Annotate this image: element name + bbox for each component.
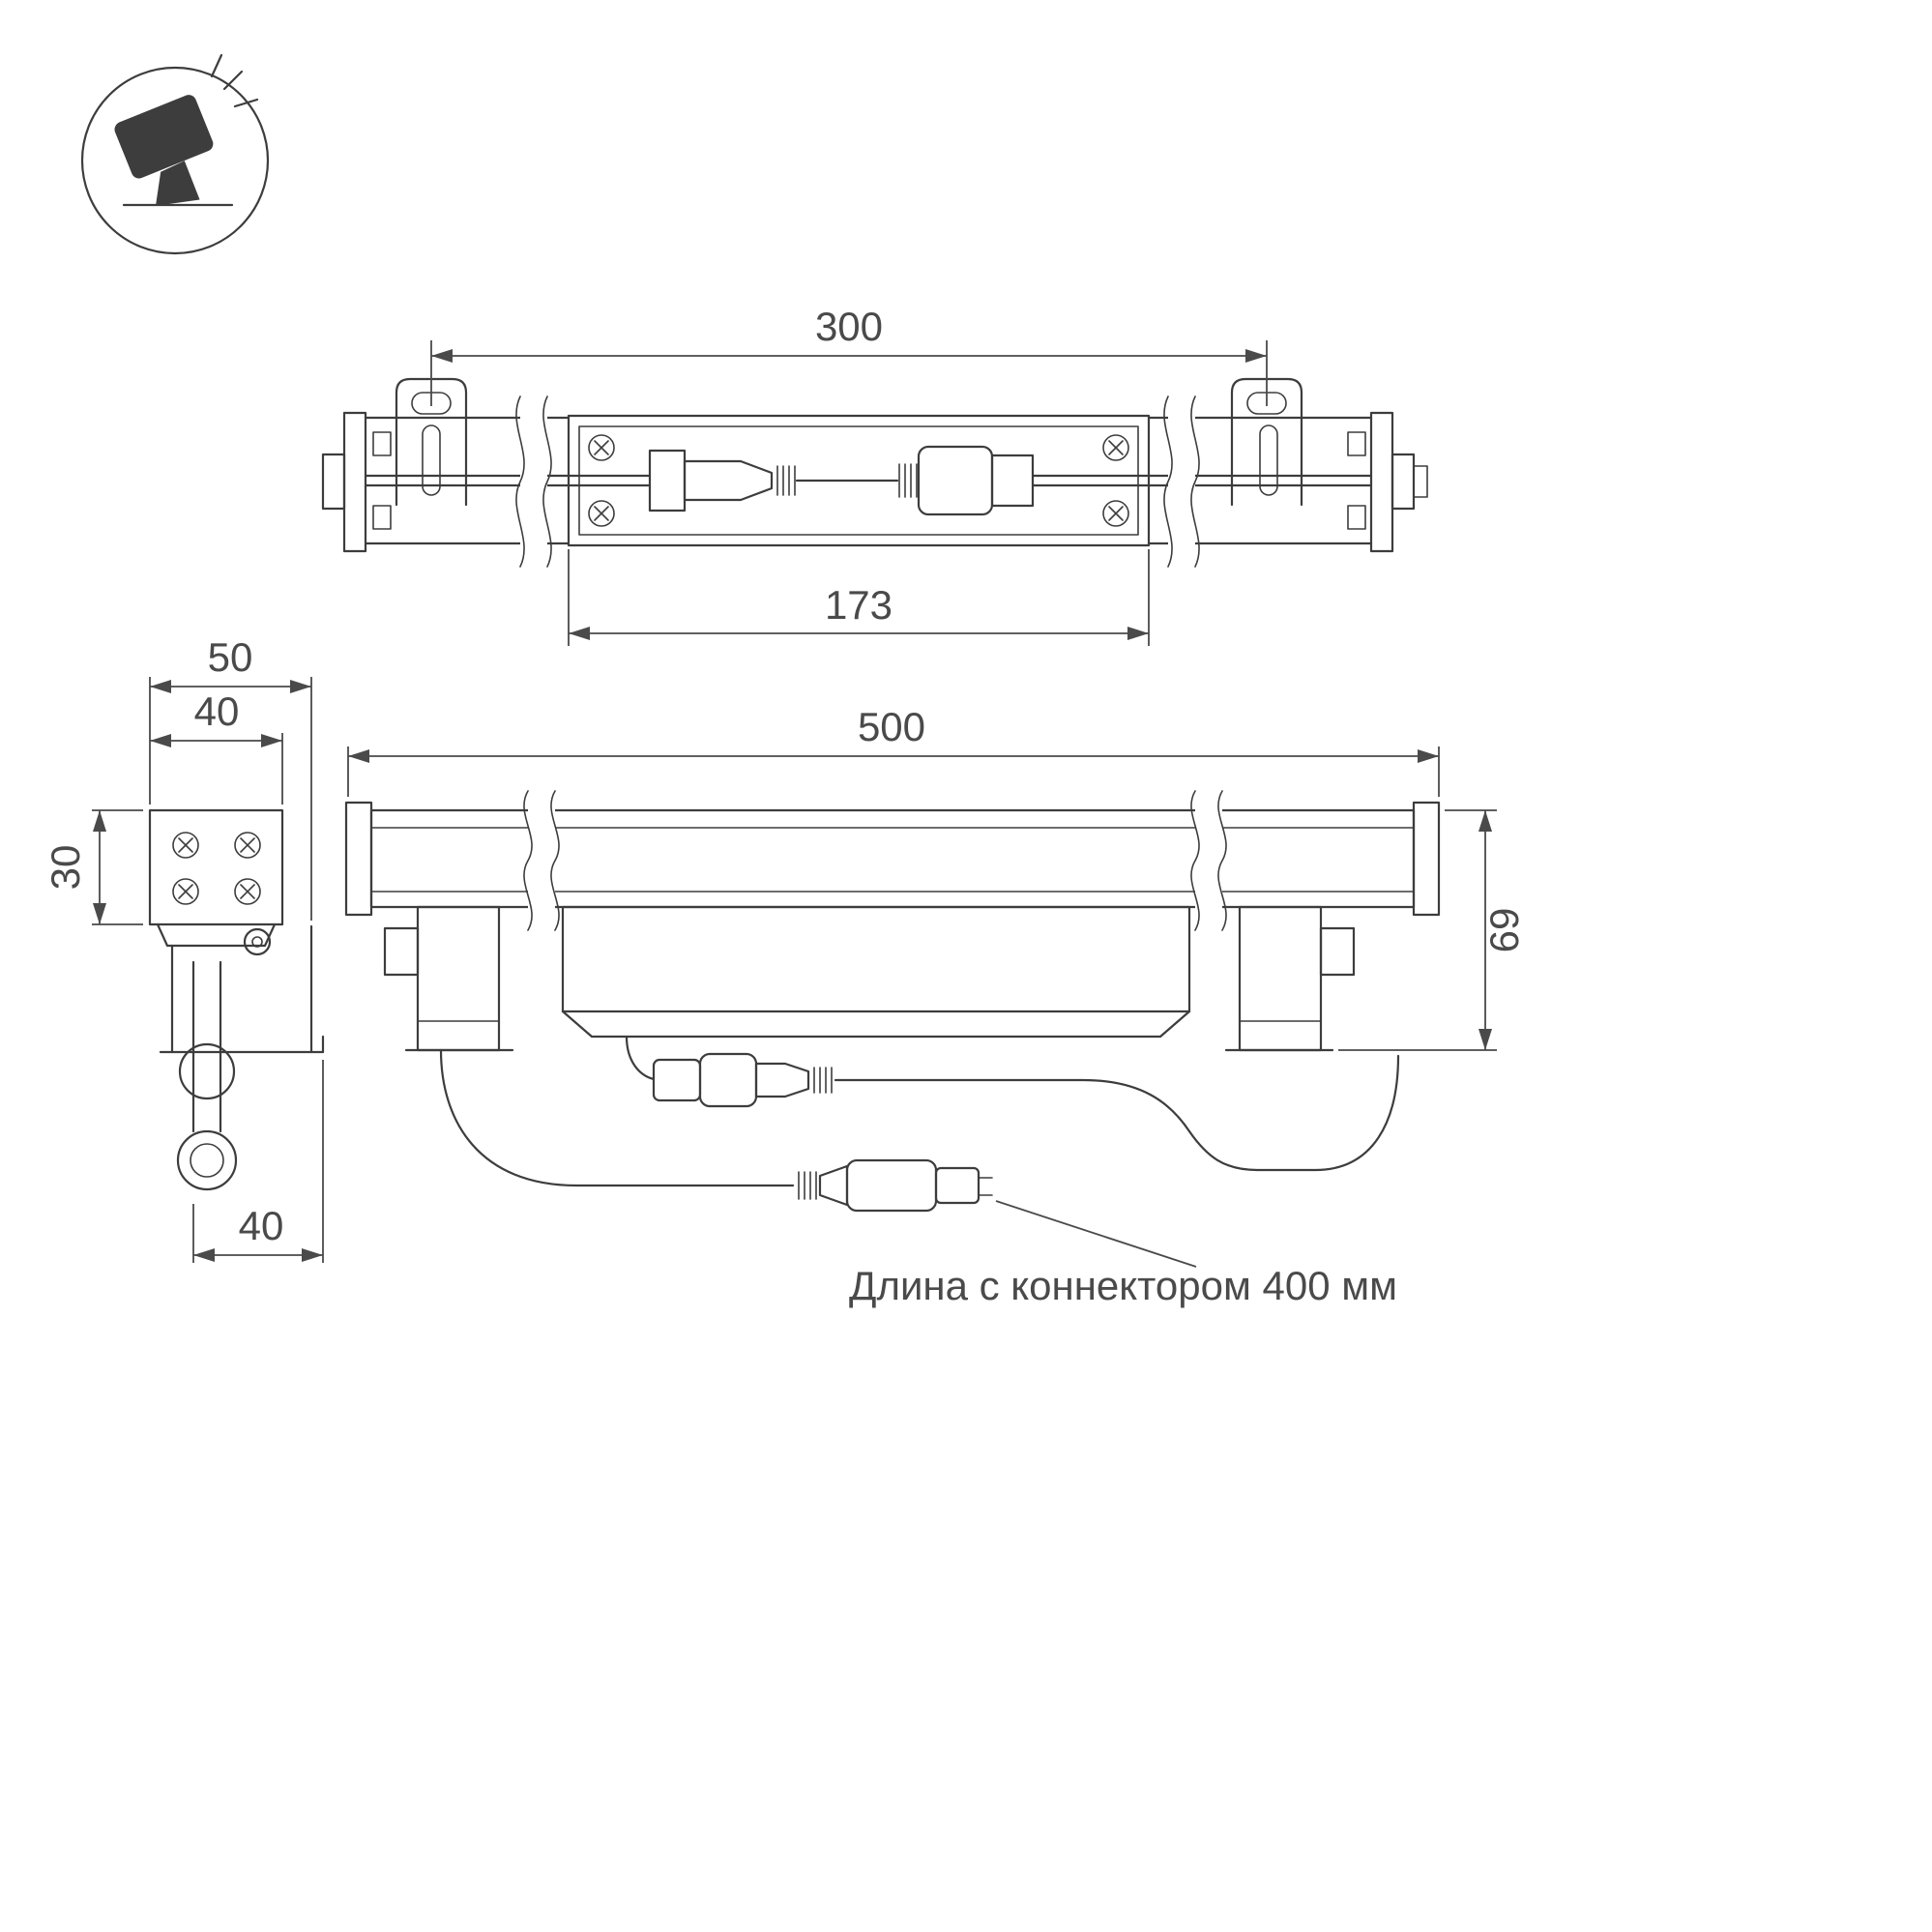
break-line bbox=[523, 790, 560, 931]
cable-loop bbox=[178, 1042, 236, 1100]
clamp-nut bbox=[1347, 505, 1366, 530]
bracket-slot bbox=[422, 424, 441, 496]
cable-line bbox=[834, 1054, 1400, 1172]
connector-body bbox=[698, 1052, 758, 1108]
end-cap-right bbox=[1412, 801, 1441, 917]
screw-icon bbox=[172, 832, 199, 859]
front-view-dim-500: 500 bbox=[347, 704, 1440, 797]
bracket-slot bbox=[1259, 424, 1278, 496]
side-view-dim-40-bottom: 40 bbox=[192, 1060, 324, 1263]
screw-icon bbox=[172, 878, 199, 905]
top-view-dim-173: 173 bbox=[568, 549, 1150, 646]
top-view-dim-300: 300 bbox=[430, 304, 1268, 406]
screw-icon bbox=[234, 878, 261, 905]
connector-body bbox=[845, 1158, 938, 1213]
dim-label-30: 30 bbox=[43, 845, 88, 891]
connector-end-pin bbox=[190, 1143, 224, 1178]
side-body bbox=[148, 808, 284, 926]
floodlight-head bbox=[114, 95, 214, 179]
screw-icon bbox=[234, 832, 261, 859]
body-frame bbox=[567, 414, 1151, 547]
side-flange bbox=[156, 922, 277, 948]
icon-circle-border bbox=[80, 66, 270, 255]
dim-label-300: 300 bbox=[815, 304, 883, 349]
body-frame-inner bbox=[578, 425, 1139, 536]
end-cap-left bbox=[344, 801, 373, 917]
end-bolt-tip bbox=[1413, 465, 1428, 498]
screw-icon bbox=[588, 500, 615, 527]
mounting-bracket-right bbox=[1224, 905, 1356, 1052]
side-view-dim-40-top: 40 bbox=[150, 688, 283, 805]
adjust-knob bbox=[1319, 926, 1356, 977]
floodlight-icon bbox=[80, 53, 270, 255]
cable-clamp bbox=[648, 449, 687, 512]
dim-label-69: 69 bbox=[1481, 908, 1527, 953]
screw-icon bbox=[588, 434, 615, 461]
end-bolt-left bbox=[321, 453, 346, 511]
adjust-knob bbox=[243, 927, 272, 956]
break-line bbox=[515, 395, 552, 568]
plug-female bbox=[917, 445, 994, 516]
screw-icon bbox=[1102, 434, 1129, 461]
side-view-dim-30: 30 bbox=[43, 809, 143, 925]
dim-label-173: 173 bbox=[825, 582, 893, 628]
dim-label-40-top: 40 bbox=[194, 688, 240, 734]
light-ray bbox=[210, 53, 223, 78]
side-cable bbox=[176, 960, 238, 1191]
connector-pair bbox=[648, 445, 1035, 516]
leader-line bbox=[995, 1200, 1197, 1268]
plug-male bbox=[754, 1062, 810, 1098]
light-ray bbox=[233, 98, 259, 108]
plug-taper bbox=[818, 1164, 849, 1207]
driver-box bbox=[561, 905, 1191, 1039]
side-view-dim-50: 50 bbox=[149, 634, 312, 921]
annotation-text: Длина с коннектором 400 мм bbox=[849, 1263, 1397, 1308]
end-cap-right bbox=[1369, 411, 1394, 553]
end-bolt-right bbox=[1390, 453, 1416, 511]
clamp-nut bbox=[372, 431, 392, 456]
clamp-nut bbox=[1347, 431, 1366, 456]
connector-body bbox=[652, 1058, 702, 1102]
plug-back bbox=[990, 454, 1035, 508]
side-view bbox=[148, 808, 325, 1191]
dim-label-40-bottom: 40 bbox=[239, 1203, 284, 1248]
adjust-knob-center bbox=[251, 936, 263, 948]
connector-tip bbox=[934, 1166, 981, 1205]
plug-male bbox=[683, 459, 774, 502]
floodlight-stand bbox=[155, 161, 200, 206]
clamp-nut bbox=[372, 505, 392, 530]
dim-label-50: 50 bbox=[208, 634, 253, 680]
front-view-dim-69: 69 bbox=[1338, 809, 1527, 1051]
adjust-knob bbox=[383, 926, 420, 977]
annotation-connector-length: Длина с коннектором 400 мм bbox=[849, 1200, 1397, 1308]
break-line bbox=[1163, 395, 1200, 568]
top-view bbox=[321, 377, 1428, 568]
cable-line bbox=[625, 1035, 656, 1081]
light-ray bbox=[222, 70, 244, 91]
front-cables bbox=[439, 1035, 1400, 1213]
break-line bbox=[1190, 790, 1227, 931]
mounting-bracket-left bbox=[383, 905, 514, 1052]
cable-line bbox=[439, 1048, 795, 1187]
front-view bbox=[344, 790, 1441, 1213]
screw-icon bbox=[1102, 500, 1129, 527]
dim-label-500: 500 bbox=[858, 704, 925, 749]
end-cap-left bbox=[342, 411, 367, 553]
connector-end bbox=[176, 1129, 238, 1191]
